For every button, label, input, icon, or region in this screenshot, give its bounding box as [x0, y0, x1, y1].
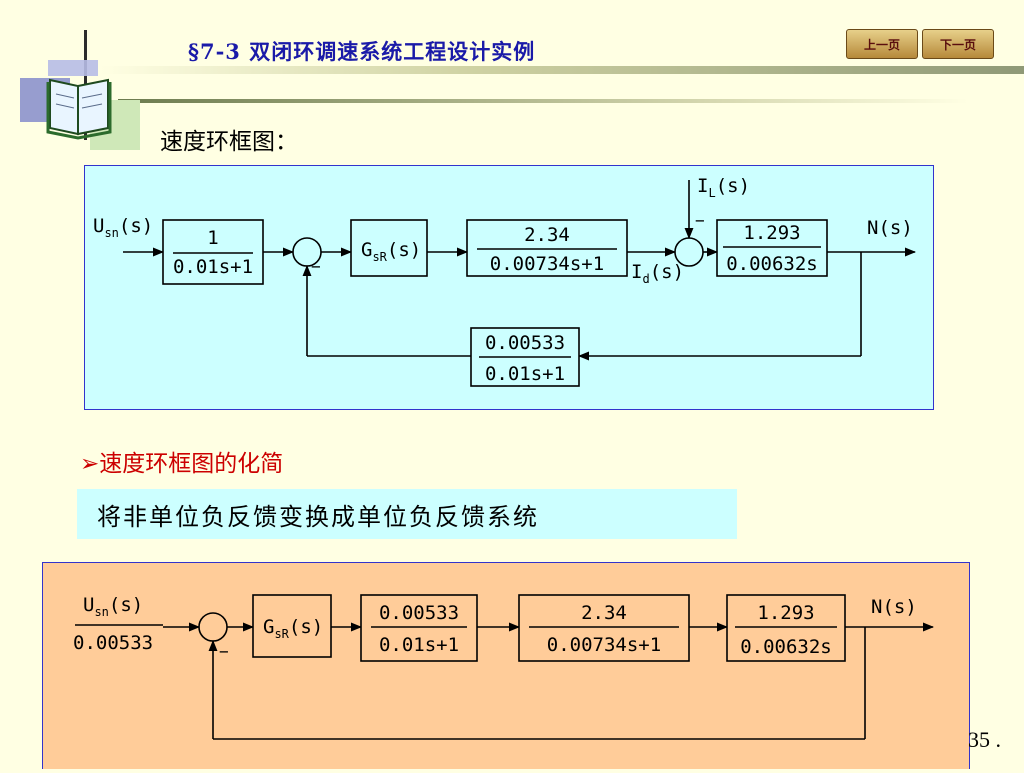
- header-underline: [118, 99, 968, 103]
- block3-denominator: 0.00632s: [740, 636, 832, 658]
- block2-numerator: 2.34: [581, 602, 627, 624]
- simplification-note: 将非单位负反馈变换成单位负反馈系统: [77, 489, 737, 539]
- controller-label: GsR(s): [361, 239, 421, 264]
- page-title: §7-3 双闭环调速系统工程设计实例: [188, 39, 536, 64]
- block1-denominator: 0.01s+1: [173, 256, 253, 278]
- feedback-numerator: 0.00533: [485, 332, 565, 354]
- prev-page-button[interactable]: 上一页: [846, 29, 918, 59]
- block1-numerator: 0.00533: [379, 602, 459, 624]
- load-current-label: IL(s): [697, 175, 750, 200]
- input-numerator-label: Usn(s): [83, 594, 143, 619]
- output-label: N(s): [871, 596, 917, 618]
- book-icon: [20, 60, 140, 150]
- speed-loop-svg: Usn(s) 1 0.01s+1 GsR(s) 2.34 0.00734s+1 …: [93, 175, 917, 387]
- header-rule: [100, 66, 1024, 74]
- block3-denominator: 0.00632s: [726, 253, 818, 275]
- simplification-bullet: ➢速度环框图的化简: [80, 451, 284, 477]
- feedback-minus-sign: −: [219, 642, 229, 661]
- simplified-loop-diagram: Usn(s) 0.00533 GsR(s) 0.00533 0.01s+1 2.…: [42, 562, 970, 769]
- output-label: N(s): [867, 217, 913, 239]
- armature-current-label: Id(s): [631, 261, 684, 286]
- load-minus-sign: −: [695, 211, 705, 230]
- feedback-denominator: 0.01s+1: [485, 363, 565, 385]
- block2-denominator: 0.00734s+1: [547, 634, 661, 656]
- input-denominator-label: 0.00533: [73, 632, 153, 654]
- feedback-minus-sign: −: [311, 257, 321, 276]
- input-signal-label: Usn(s): [93, 215, 153, 240]
- controller-label: GsR(s): [263, 616, 323, 641]
- page-number: 35 .: [968, 727, 1001, 752]
- section-label: 速度环框图：: [160, 129, 298, 155]
- block1-numerator: 1: [207, 227, 218, 249]
- simplified-loop-svg: Usn(s) 0.00533 GsR(s) 0.00533 0.01s+1 2.…: [73, 594, 935, 740]
- block2-numerator: 2.34: [524, 224, 570, 246]
- block1-denominator: 0.01s+1: [379, 634, 459, 656]
- block3-numerator: 1.293: [757, 602, 814, 624]
- block2-denominator: 0.00734s+1: [490, 253, 604, 275]
- speed-loop-diagram: Usn(s) 1 0.01s+1 GsR(s) 2.34 0.00734s+1 …: [84, 165, 934, 410]
- block3-numerator: 1.293: [743, 222, 800, 244]
- next-page-button[interactable]: 下一页: [922, 29, 994, 59]
